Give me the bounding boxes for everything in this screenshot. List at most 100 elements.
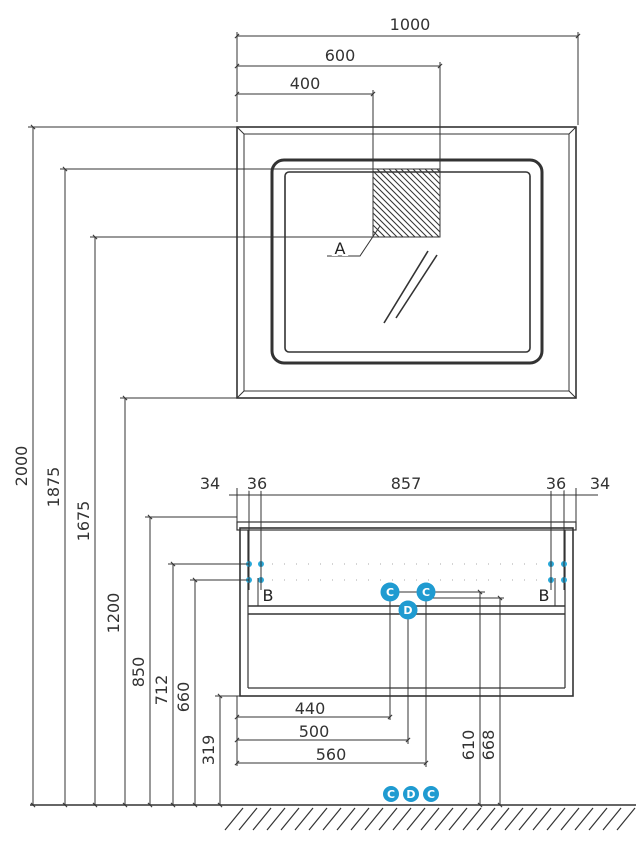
dimension-lines xyxy=(28,32,598,808)
hatch-line xyxy=(394,168,441,215)
hatch-line xyxy=(364,807,384,831)
dim-height-1675: 1675 xyxy=(74,501,93,542)
hatch-line xyxy=(308,807,328,831)
cabinet-top xyxy=(236,521,577,531)
marker-d: D xyxy=(398,600,418,620)
marker-c-floor-right: C xyxy=(423,786,439,802)
hatch-line xyxy=(420,807,440,831)
callout-b-left: B xyxy=(263,586,274,605)
hatch-line xyxy=(224,807,244,831)
dim-height-668: 668 xyxy=(479,730,498,761)
dim-left-inner: 36 xyxy=(247,474,267,493)
hatch-line xyxy=(336,807,356,831)
hatch-line xyxy=(532,807,552,831)
hatch-line xyxy=(372,194,416,238)
dim-height-610: 610 xyxy=(459,730,478,761)
hatch-line xyxy=(560,807,580,831)
dim-width-560: 560 xyxy=(316,745,347,764)
hatch-line xyxy=(588,807,608,831)
hatch-line xyxy=(406,807,426,831)
hatch-line xyxy=(372,176,434,238)
hatch-line xyxy=(602,807,622,831)
hatch-line xyxy=(406,168,441,203)
hatch-line xyxy=(430,168,441,179)
svg-text:C: C xyxy=(422,586,430,599)
dim-mirror-width: 1000 xyxy=(390,15,431,34)
mirror-led-frame xyxy=(270,158,544,365)
mirror xyxy=(236,126,577,399)
hatched-zone-a xyxy=(372,168,441,238)
svg-text:C: C xyxy=(387,788,395,801)
dim-height-319: 319 xyxy=(199,735,218,766)
marker-c-floor-left: C xyxy=(383,786,399,802)
hatch-line xyxy=(280,807,300,831)
hatch-line xyxy=(372,170,440,238)
markers: C C D C D C xyxy=(380,582,439,802)
dim-height-2000: 2000 xyxy=(12,446,31,487)
leader-a xyxy=(327,225,381,257)
dimension-labels: 1000 600 400 2000 1875 1675 1200 850 712… xyxy=(10,13,612,767)
mirror-glass xyxy=(284,171,531,353)
svg-text:D: D xyxy=(403,604,412,617)
glass-reflection-line xyxy=(383,250,429,324)
mirror-inner-frame xyxy=(243,133,570,392)
hatch-line xyxy=(400,168,441,209)
cabinet-body xyxy=(239,527,574,697)
hatch-line xyxy=(376,168,441,233)
hatch-line xyxy=(372,188,422,238)
hatch-line xyxy=(424,168,441,185)
hatch-line xyxy=(372,224,386,238)
dim-height-1875: 1875 xyxy=(44,467,63,508)
hatch-line xyxy=(372,230,380,238)
floor xyxy=(30,804,636,831)
dim-height-850: 850 xyxy=(129,657,148,688)
hatch-line xyxy=(372,206,404,238)
hatch-line xyxy=(546,807,566,831)
dim-height-712: 712 xyxy=(152,675,171,706)
dim-shade-width: 600 xyxy=(325,46,356,65)
hatch-line xyxy=(392,807,412,831)
hatch-line xyxy=(388,168,441,221)
dim-height-1200: 1200 xyxy=(104,593,123,634)
hatch-line xyxy=(412,168,441,197)
hatch-line xyxy=(434,807,454,831)
svg-text:C: C xyxy=(386,586,394,599)
glass-reflection-line xyxy=(395,254,438,319)
dim-inner-width: 857 xyxy=(391,474,422,493)
hatch-line xyxy=(574,807,594,831)
hatch-line xyxy=(436,168,441,173)
hatch-line xyxy=(462,807,482,831)
hatch-line xyxy=(238,807,258,831)
svg-text:D: D xyxy=(406,788,415,801)
hatch-line xyxy=(372,182,428,238)
hatch-line xyxy=(350,807,370,831)
hatch-line xyxy=(252,807,272,831)
dim-right-inner: 36 xyxy=(546,474,566,493)
hatch-line xyxy=(518,807,538,831)
marker-d-floor: D xyxy=(403,786,419,802)
callout-a: A xyxy=(335,239,346,258)
dim-left-side: 34 xyxy=(200,474,220,493)
hatch-line xyxy=(476,807,496,831)
dim-height-660: 660 xyxy=(174,682,193,713)
dim-width-440: 440 xyxy=(295,699,326,718)
hatch-line xyxy=(616,807,636,831)
hatch-line xyxy=(504,807,524,831)
mount-points xyxy=(246,561,567,583)
hatch-line xyxy=(418,168,441,191)
hatch-line xyxy=(372,200,410,238)
dim-shade-offset: 400 xyxy=(290,74,321,93)
dim-right-side: 34 xyxy=(590,474,610,493)
hatch-line xyxy=(490,807,510,831)
hatch-line xyxy=(372,218,392,238)
dim-width-500: 500 xyxy=(299,722,330,741)
hatch-line xyxy=(372,212,398,238)
mirror-outer-frame xyxy=(236,126,577,399)
hatch-line xyxy=(294,807,314,831)
svg-text:C: C xyxy=(427,788,435,801)
marker-c-left: C xyxy=(380,582,400,602)
hatch-line xyxy=(322,807,342,831)
hatch-line xyxy=(382,168,441,227)
